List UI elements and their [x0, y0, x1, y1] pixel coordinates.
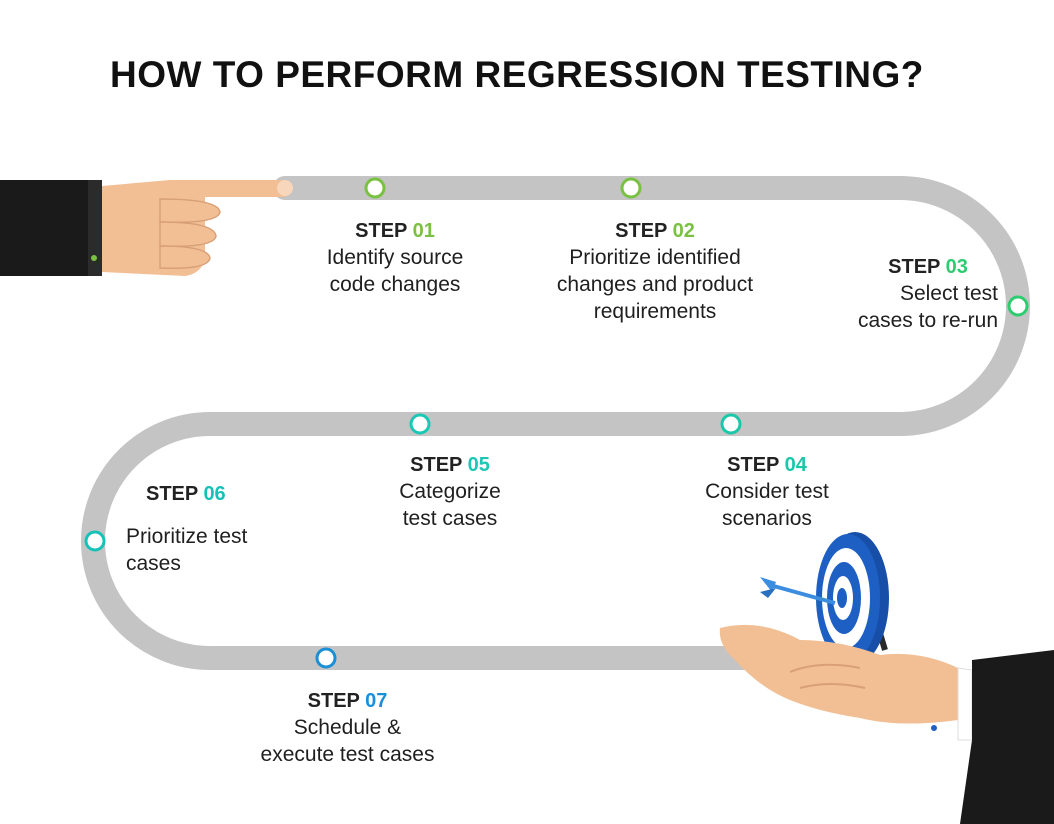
- step-05: STEP 05 Categorize test cases: [360, 452, 540, 532]
- step-01-desc-line-2: code changes: [329, 273, 461, 296]
- step-number: 01: [412, 220, 435, 242]
- step-06-label: STEP 06: [126, 481, 316, 507]
- step-07-marker: [315, 647, 337, 669]
- step-02: STEP 02 Prioritize identified changes an…: [520, 218, 790, 325]
- step-markers: [84, 177, 1029, 669]
- step-word: STEP: [355, 220, 408, 242]
- step-02-desc-line-1: Prioritize identified: [569, 246, 741, 269]
- step-02-desc-line-2: changes and product: [556, 273, 754, 296]
- step-07-desc-line-1: Schedule &: [293, 716, 402, 739]
- step-05-desc-line-2: test cases: [402, 507, 498, 530]
- step-word: STEP: [410, 454, 463, 476]
- step-word: STEP: [615, 220, 668, 242]
- road-path: [81, 176, 1030, 670]
- step-number: 03: [945, 256, 968, 278]
- step-02-desc-line-3: requirements: [593, 300, 717, 323]
- step-06-desc-line-1: Prioritize test: [126, 525, 248, 548]
- step-07: STEP 07 Schedule & execute test cases: [235, 688, 460, 768]
- step-04-desc-line-1: Consider test: [705, 480, 829, 503]
- step-number: 05: [467, 454, 490, 476]
- target-dartboard-icon: [760, 532, 889, 664]
- step-03-label: STEP 03: [818, 254, 1008, 280]
- step-03-desc-line-1: Select test: [899, 282, 998, 305]
- step-word: STEP: [888, 256, 941, 278]
- step-05-marker: [409, 413, 431, 435]
- step-05-label: STEP 05: [360, 452, 540, 478]
- step-03: STEP 03 Select test cases to re-run: [818, 254, 1008, 334]
- pointing-hand-icon: [0, 180, 293, 276]
- step-01: STEP 01 Identify source code changes: [290, 218, 500, 298]
- page-title: HOW TO PERFORM REGRESSION TESTING?: [110, 54, 924, 95]
- step-06: STEP 06 Prioritize test cases: [126, 481, 316, 577]
- step-04-label: STEP 04: [672, 452, 862, 478]
- step-word: STEP: [727, 454, 780, 476]
- step-03-desc-line-2: cases to re-run: [857, 309, 998, 332]
- step-03-marker: [1007, 295, 1029, 317]
- step-04-marker: [720, 413, 742, 435]
- step-02-marker: [620, 177, 642, 199]
- step-01-desc-line-1: Identify source: [326, 246, 464, 269]
- step-07-label: STEP 07: [235, 688, 460, 714]
- step-04: STEP 04 Consider test scenarios: [672, 452, 862, 532]
- step-word: STEP: [146, 483, 198, 505]
- step-number: 06: [203, 483, 226, 505]
- step-number: 07: [365, 690, 388, 712]
- step-05-desc-line-1: Categorize: [399, 480, 501, 503]
- step-number: 02: [672, 220, 695, 242]
- step-01-label: STEP 01: [290, 218, 500, 244]
- step-01-marker: [364, 177, 386, 199]
- step-06-desc-line-2: cases: [126, 552, 181, 575]
- open-hand-icon: [719, 624, 1054, 824]
- step-word: STEP: [307, 690, 360, 712]
- step-06-marker: [84, 530, 106, 552]
- step-02-label: STEP 02: [520, 218, 790, 244]
- step-07-desc-line-2: execute test cases: [260, 743, 435, 766]
- step-number: 04: [784, 454, 807, 476]
- step-04-desc-line-2: scenarios: [722, 507, 812, 530]
